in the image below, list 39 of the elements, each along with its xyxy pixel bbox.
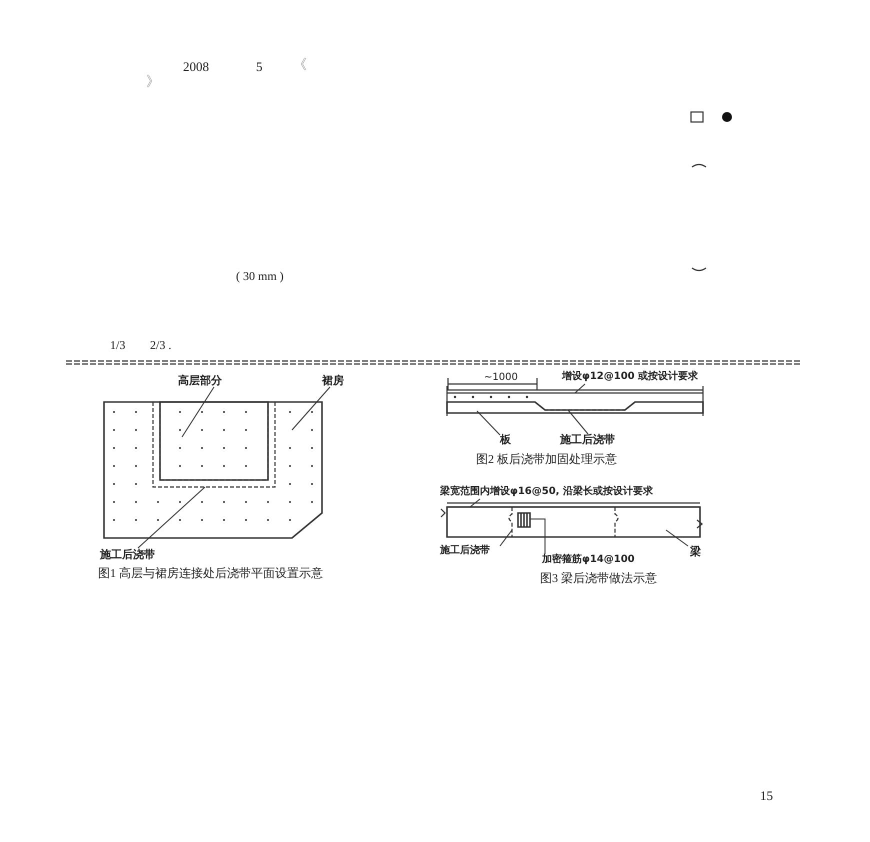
bracket-mark: 》 xyxy=(146,76,160,90)
callout-label: 施工后浇带 xyxy=(440,546,490,556)
rebar-line xyxy=(446,389,704,394)
post-cast-strip xyxy=(152,401,276,488)
callout-label: 加密箍筋φ14@100 xyxy=(542,555,635,565)
post-cast-band xyxy=(534,402,636,411)
page-text: ( 30 mm ) xyxy=(236,270,284,282)
figure-caption: 图1 高层与裙房连接处后浇带平面设置示意 xyxy=(98,567,323,579)
callout-label: 施工后浇带 xyxy=(560,434,615,445)
page-number: 15 xyxy=(760,789,773,802)
figure-caption: 图3 梁后浇带做法示意 xyxy=(540,572,657,584)
callout-label: 梁宽范围内增设φ16@50, 沿梁长或按设计要求 xyxy=(440,487,653,497)
bracket-mark: 《 xyxy=(293,59,307,73)
slab-section xyxy=(446,401,704,414)
page-text: 2/3 . xyxy=(150,339,172,351)
leader-line xyxy=(530,518,546,554)
leader-line xyxy=(568,410,588,434)
callout-label: 施工后浇带 xyxy=(100,549,155,560)
leader-line xyxy=(292,386,330,430)
callout-label: 裙房 xyxy=(322,375,344,386)
page-text: 1/3 xyxy=(110,339,126,351)
leader-line xyxy=(182,386,214,438)
leader-line xyxy=(470,498,480,508)
leader-line xyxy=(574,384,586,394)
callout-label: 高层部分 xyxy=(178,375,222,386)
beam-section xyxy=(446,506,701,538)
dimension-text: ~1000 xyxy=(484,373,518,383)
callout-label: 板 xyxy=(500,434,511,445)
callout-label: 增设φ12@100 或按设计要求 xyxy=(562,372,698,382)
leader-line xyxy=(476,410,500,436)
leader-line xyxy=(500,530,512,546)
stirrup-drawing xyxy=(517,512,531,528)
podium-outline xyxy=(103,401,323,539)
year-text: 2008 xyxy=(183,60,209,73)
post-cast-band xyxy=(508,506,619,538)
page-text: 5 xyxy=(256,60,262,73)
callout-label: 梁 xyxy=(690,546,701,557)
leader-line xyxy=(666,530,688,546)
figure-caption: 图2 板后浇带加固处理示意 xyxy=(476,453,617,465)
